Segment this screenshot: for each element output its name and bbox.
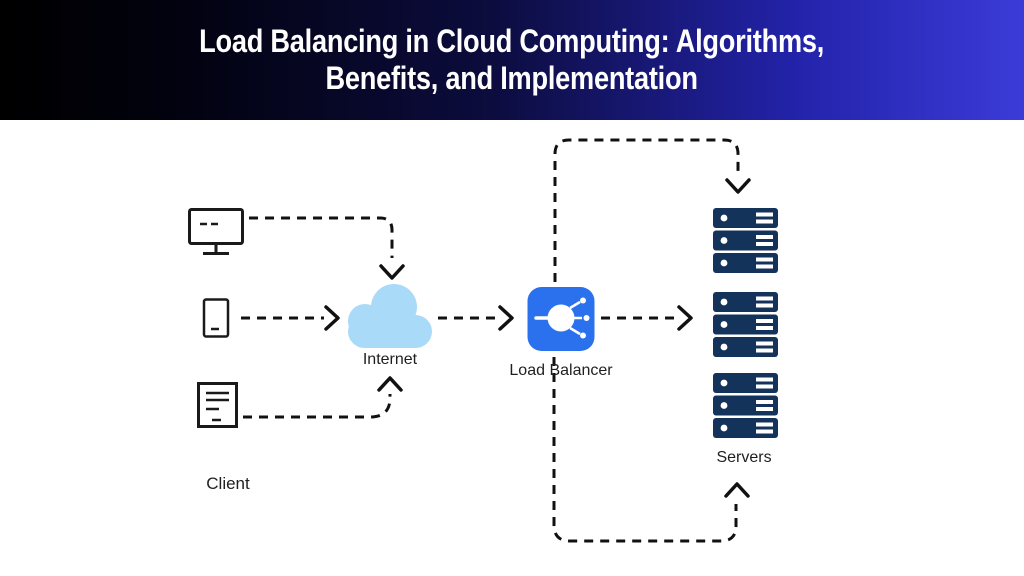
client-label: Client bbox=[206, 474, 250, 493]
server-unit bbox=[713, 314, 778, 335]
load-balancer-icon bbox=[527, 287, 595, 351]
page-title-line1: Load Balancing in Cloud Computing: Algor… bbox=[199, 23, 825, 59]
arrowhead-up-bottom-rack bbox=[724, 482, 750, 498]
server-rack-middle bbox=[713, 292, 778, 357]
server-unit bbox=[713, 292, 778, 312]
internet-cloud-icon bbox=[348, 284, 432, 348]
server-unit bbox=[713, 208, 778, 228]
arrowhead-right-loadbalancer bbox=[498, 305, 514, 331]
server-rack-bottom bbox=[713, 373, 778, 438]
page-title-line2: Benefits, and Implementation bbox=[325, 60, 699, 96]
arrowhead-down-top-rack bbox=[725, 178, 751, 194]
server-unit bbox=[713, 230, 778, 251]
server-unit bbox=[713, 373, 778, 393]
arrowhead-right-middle-rack bbox=[677, 305, 693, 331]
arrow-loadbalancer-to-top-rack bbox=[553, 138, 740, 282]
page-title: Load Balancing in Cloud Computing: Algor… bbox=[200, 23, 825, 97]
servers-label: Servers bbox=[716, 449, 772, 466]
internet-label: Internet bbox=[362, 351, 418, 368]
header-banner: Load Balancing in Cloud Computing: Algor… bbox=[0, 0, 1024, 120]
mobile-device-icon bbox=[202, 298, 230, 338]
connector-lines bbox=[241, 138, 740, 543]
arrow-document-to-internet bbox=[243, 394, 392, 419]
server-unit bbox=[713, 337, 778, 357]
desktop-monitor-icon bbox=[188, 208, 244, 255]
server-unit bbox=[713, 253, 778, 273]
server-unit bbox=[713, 395, 778, 416]
server-rack-top bbox=[713, 208, 778, 273]
load-balancer-label: Load Balancer bbox=[509, 362, 613, 379]
arrow-monitor-to-internet bbox=[249, 216, 394, 258]
client-device-icons bbox=[188, 208, 244, 428]
arrowhead-up-internet bbox=[377, 376, 403, 392]
arrowhead-down-internet bbox=[379, 264, 405, 280]
arrowhead-right-internet bbox=[324, 305, 340, 331]
document-icon bbox=[197, 382, 238, 428]
arrowheads bbox=[324, 178, 751, 498]
server-unit bbox=[713, 418, 778, 438]
